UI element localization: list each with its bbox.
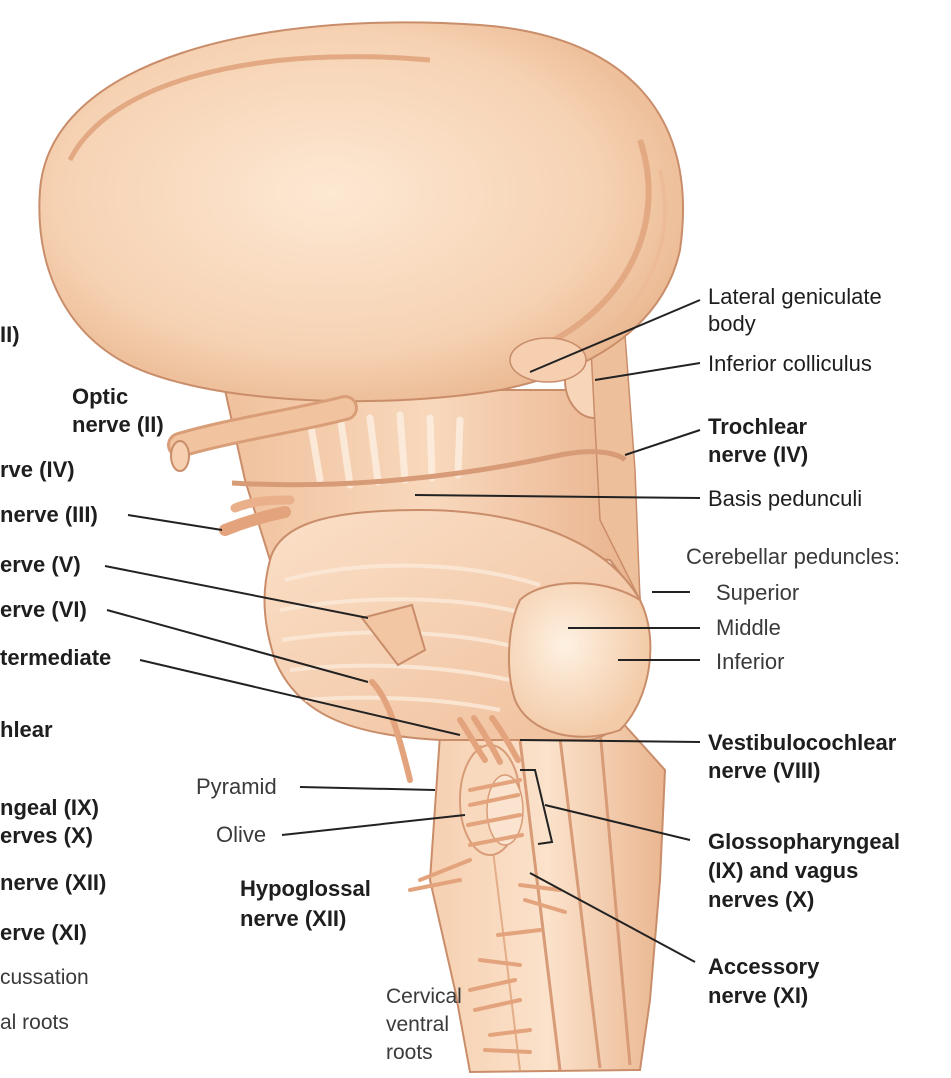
label-left-2: rve (IV) xyxy=(0,455,75,485)
label-cervical-2: ventral xyxy=(386,1010,449,1040)
label-inferior-colliculus: Inferior colliculus xyxy=(708,349,872,379)
label-inferior: Inferior xyxy=(716,647,784,677)
label-glossopharyngeal-1: Glossopharyngeal xyxy=(708,827,900,857)
label-lateral-geniculate-2: body xyxy=(708,309,756,339)
label-left-8: ngeal (IX) xyxy=(0,793,99,823)
label-pyramid: Pyramid xyxy=(196,772,277,802)
thalamus xyxy=(39,22,683,401)
medulla xyxy=(430,720,665,1072)
label-superior: Superior xyxy=(716,578,799,608)
label-olive: Olive xyxy=(216,820,266,850)
label-left-13: al roots xyxy=(0,1008,69,1038)
label-left-12: cussation xyxy=(0,963,89,993)
label-cerebellar-peduncles: Cerebellar peduncles: xyxy=(686,542,900,572)
label-optic-2: nerve (II) xyxy=(72,410,164,440)
label-middle: Middle xyxy=(716,613,781,643)
label-left-7: hlear xyxy=(0,715,53,745)
label-cervical-3: roots xyxy=(386,1038,433,1068)
label-left-1: II) xyxy=(0,320,20,350)
label-vestibulocochlear-1: Vestibulocochlear xyxy=(708,728,896,758)
label-vestibulocochlear-2: nerve (VIII) xyxy=(708,756,820,786)
label-left-9: erves (X) xyxy=(0,821,93,851)
label-basis-pedunculi: Basis pedunculi xyxy=(708,484,862,514)
label-trochlear-1: Trochlear xyxy=(708,412,807,442)
label-hypoglossal-1: Hypoglossal xyxy=(240,874,371,904)
label-optic-1: Optic xyxy=(72,382,128,412)
label-trochlear-2: nerve (IV) xyxy=(708,440,808,470)
label-glossopharyngeal-2: (IX) and vagus xyxy=(708,856,858,886)
label-left-10: nerve (XII) xyxy=(0,868,106,898)
label-accessory-1: Accessory xyxy=(708,952,819,982)
label-left-3: nerve (III) xyxy=(0,500,98,530)
label-left-11: erve (XI) xyxy=(0,918,87,948)
label-cervical-1: Cervical xyxy=(386,982,462,1012)
label-left-5: erve (VI) xyxy=(0,595,87,625)
label-accessory-2: nerve (XI) xyxy=(708,981,808,1011)
label-hypoglossal-2: nerve (XII) xyxy=(240,904,346,934)
label-left-4: erve (V) xyxy=(0,550,81,580)
label-glossopharyngeal-3: nerves (X) xyxy=(708,885,814,915)
label-lateral-geniculate-1: Lateral geniculate xyxy=(708,282,882,312)
label-left-6: termediate xyxy=(0,643,111,673)
